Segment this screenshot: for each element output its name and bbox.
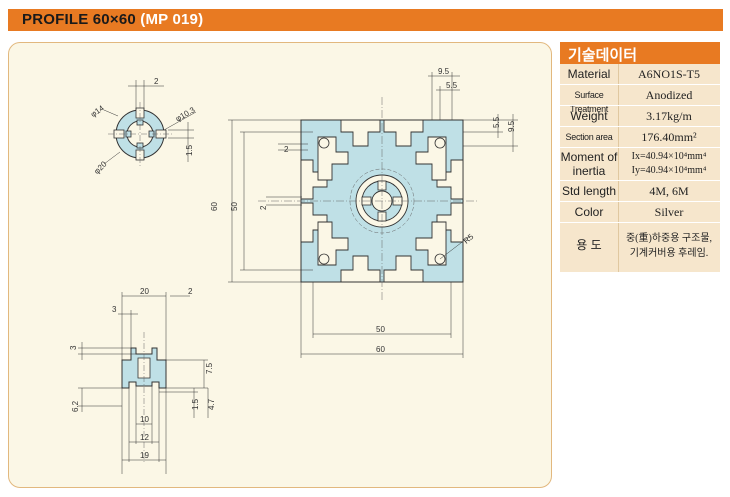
dim-core-d20: φ20 bbox=[92, 159, 109, 176]
spec-label: Section area bbox=[565, 132, 613, 142]
slot-detail-view: 20 2 3 3 6.2 7.5 1.5 4.7 10 12 bbox=[69, 287, 216, 474]
dim-core-d14: φ14 bbox=[89, 103, 106, 119]
dim-slot-12: 12 bbox=[140, 433, 149, 442]
spec-separator bbox=[560, 180, 720, 181]
page-title: PROFILE 60×60 (MP 019) bbox=[22, 11, 203, 28]
dim-slot-19: 19 bbox=[140, 451, 149, 460]
spec-value-2: 기계커버용 후레임. bbox=[629, 248, 709, 259]
dim-slot-10: 10 bbox=[140, 415, 149, 424]
spec-label: Color bbox=[574, 205, 604, 219]
dim-bottom-50: 50 bbox=[376, 325, 385, 334]
dim-slot-3b: 3 bbox=[69, 345, 78, 350]
dim-slot-75: 7.5 bbox=[205, 362, 214, 374]
spec-header-title: 기술데이터 bbox=[568, 47, 638, 64]
dim-slot-47: 4.7 bbox=[207, 398, 216, 410]
dim-left-2: 2 bbox=[284, 145, 289, 154]
spec-label: Material bbox=[567, 67, 611, 81]
dim-left-60: 60 bbox=[210, 202, 219, 211]
title-code: (MP 019) bbox=[140, 11, 204, 28]
dim-left-2b: 2 bbox=[259, 205, 268, 210]
dim-radius: R5 bbox=[462, 232, 476, 246]
spec-separator bbox=[560, 147, 720, 148]
dim-slot-2: 2 bbox=[188, 287, 193, 296]
spec-divider bbox=[618, 64, 619, 272]
spec-value: A6NO1S-T5 bbox=[638, 67, 700, 81]
spec-value: Anodized bbox=[645, 88, 693, 102]
main-profile-view: 9.5 5.5 5.5 9.5 60 50 2 2 R5 50 bbox=[210, 67, 518, 358]
spec-label: Moment of inertia bbox=[560, 150, 618, 178]
spec-value: 3.17kg/m bbox=[646, 109, 692, 123]
dim-right-95: 9.5 bbox=[507, 120, 516, 132]
spec-label: 용 도 bbox=[576, 238, 602, 252]
spec-value: Silver bbox=[654, 205, 684, 219]
dim-left-50: 50 bbox=[230, 202, 239, 211]
spec-value-2: Iy=40.94×10⁴mm⁴ bbox=[631, 165, 707, 176]
spec-separator bbox=[560, 105, 720, 106]
spec-label: Std length bbox=[561, 184, 617, 198]
spec-header: 기술데이터 bbox=[560, 42, 720, 64]
spec-value: Ix=40.94×10⁴mm⁴ bbox=[631, 151, 707, 162]
spec-label: Weight bbox=[570, 109, 608, 123]
dim-top-55: 5.5 bbox=[446, 81, 458, 90]
spec-label: Surface Treatment bbox=[570, 90, 608, 114]
dim-slot-62: 6.2 bbox=[71, 400, 80, 412]
core-section-view: 2 φ14 φ20 φ10.3 1.5 bbox=[89, 77, 197, 176]
spec-separator bbox=[560, 84, 720, 85]
spec-value: 중(重)하중용 구조물, bbox=[625, 233, 713, 244]
dim-core-d103: φ10.3 bbox=[174, 105, 197, 123]
dim-core-slot: 2 bbox=[154, 77, 159, 86]
dim-right-55: 5.5 bbox=[492, 116, 501, 128]
technical-drawing: 2 φ14 φ20 φ10.3 1.5 bbox=[69, 67, 518, 474]
dim-slot-15: 1.5 bbox=[191, 398, 200, 410]
title-bar: PROFILE 60×60 (MP 019) bbox=[8, 9, 723, 31]
spec-separator bbox=[560, 201, 720, 202]
dim-bottom-60: 60 bbox=[376, 345, 385, 354]
title-profile: PROFILE 60×60 bbox=[22, 11, 136, 28]
spec-panel: 기술데이터 Material A6NO1S-T5 Surface Treatme… bbox=[560, 42, 720, 272]
dim-slot-3a: 3 bbox=[112, 305, 117, 314]
spec-value: 176.40mm² bbox=[641, 130, 697, 144]
dim-top-95: 9.5 bbox=[438, 67, 450, 76]
dim-slot-20: 20 bbox=[140, 287, 149, 296]
spec-separator bbox=[560, 222, 720, 223]
dim-core-wall: 1.5 bbox=[185, 144, 194, 156]
spec-value: 4M, 6M bbox=[649, 184, 689, 198]
spec-separator bbox=[560, 126, 720, 127]
